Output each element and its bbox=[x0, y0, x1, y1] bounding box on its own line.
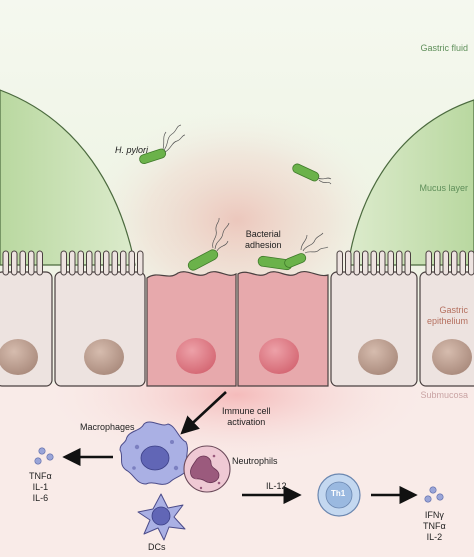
microvillus bbox=[379, 250, 386, 276]
microvillus bbox=[19, 250, 26, 276]
immune-activation-line2: activation bbox=[227, 417, 266, 427]
microvillus bbox=[94, 250, 101, 276]
cytokines-right-list: IFNγ TNFα IL-2 bbox=[423, 510, 446, 543]
infected-epithelial-cell bbox=[237, 271, 329, 387]
h-pylori-bacterium bbox=[139, 124, 186, 165]
th1-label: Th1 bbox=[331, 489, 346, 498]
microvillus bbox=[404, 250, 411, 276]
microvillus bbox=[120, 250, 127, 276]
microvillus bbox=[36, 250, 43, 276]
adherent-h-pylori bbox=[257, 232, 329, 271]
gastric-epithelium-label-line2: epithelium bbox=[426, 316, 468, 326]
microvillus bbox=[370, 250, 377, 276]
microvillus bbox=[387, 250, 394, 276]
immune-activation-label: Immune cell activation bbox=[222, 406, 271, 428]
microvillus bbox=[2, 250, 9, 276]
dendritic-cell bbox=[137, 493, 186, 541]
adherent-h-pylori bbox=[187, 217, 230, 271]
immune-activation-line1: Immune cell bbox=[222, 406, 271, 416]
microvillus bbox=[103, 250, 110, 276]
microvillus bbox=[442, 250, 449, 276]
bacterial-adhesion-line2: adhesion bbox=[245, 240, 282, 250]
macrophage-cell bbox=[119, 421, 189, 485]
microvillus bbox=[28, 250, 35, 276]
microvillus bbox=[353, 250, 360, 276]
microvillus bbox=[69, 250, 76, 276]
neutrophils-label: Neutrophils bbox=[232, 456, 278, 466]
microvillus bbox=[425, 250, 432, 276]
cytokine-left-2: IL-1 bbox=[32, 482, 49, 492]
microvillus bbox=[434, 250, 441, 276]
microvillus bbox=[451, 250, 458, 276]
epithelial-cell bbox=[419, 271, 474, 387]
microvillus bbox=[345, 250, 352, 276]
microvillus bbox=[11, 250, 18, 276]
bacterial-adhesion-label: Bacterial adhesion bbox=[245, 229, 282, 251]
activation-arrow bbox=[180, 391, 227, 435]
microvillus bbox=[77, 250, 84, 276]
microvillus bbox=[396, 250, 403, 276]
submucosa-label: Submucosa bbox=[420, 390, 468, 400]
mucus-layer-label: Mucus layer bbox=[419, 183, 468, 193]
microvillus bbox=[111, 250, 118, 276]
h-pylori-bacterium bbox=[292, 163, 332, 185]
microvillus bbox=[128, 250, 135, 276]
microvillus bbox=[86, 250, 93, 276]
cytokine-right-1: IFNγ bbox=[424, 510, 444, 520]
microvillus bbox=[137, 250, 144, 276]
cytokine-right-2: TNFα bbox=[423, 521, 446, 531]
gastric-epithelium-label: Gastric epithelium bbox=[427, 305, 468, 327]
cytokine-dots-left bbox=[34, 447, 54, 465]
infected-epithelial-cell bbox=[146, 271, 237, 387]
cytokine-dots-right bbox=[424, 486, 444, 503]
epithelial-cell bbox=[0, 271, 53, 387]
microvillus bbox=[60, 250, 67, 276]
cytokine-left-3: IL-6 bbox=[32, 493, 49, 503]
microvilli bbox=[2, 250, 474, 276]
cytokine-right-3: IL-2 bbox=[426, 532, 443, 542]
dcs-label: DCs bbox=[148, 542, 166, 552]
epithelial-cell bbox=[330, 271, 418, 387]
microvillus bbox=[336, 250, 343, 276]
h-pylori-label: H. pylori bbox=[115, 145, 149, 155]
cytokine-left-1: TNFα bbox=[29, 471, 52, 481]
th1-cell bbox=[317, 473, 361, 517]
neutrophil-cell bbox=[183, 445, 231, 493]
il12-label: IL-12 bbox=[266, 481, 287, 491]
cytokines-left-list: TNFα IL-1 IL-6 bbox=[29, 471, 52, 504]
epithelial-cell bbox=[54, 271, 146, 387]
microvillus bbox=[362, 250, 369, 276]
microvillus bbox=[468, 250, 474, 276]
epithelium-cells bbox=[0, 271, 474, 387]
bacterial-adhesion-line1: Bacterial bbox=[245, 229, 281, 239]
gastric-epithelium-label-line1: Gastric bbox=[439, 305, 468, 315]
macrophages-label: Macrophages bbox=[80, 422, 135, 432]
microvillus bbox=[459, 250, 466, 276]
gastric-fluid-label: Gastric fluid bbox=[420, 43, 468, 53]
